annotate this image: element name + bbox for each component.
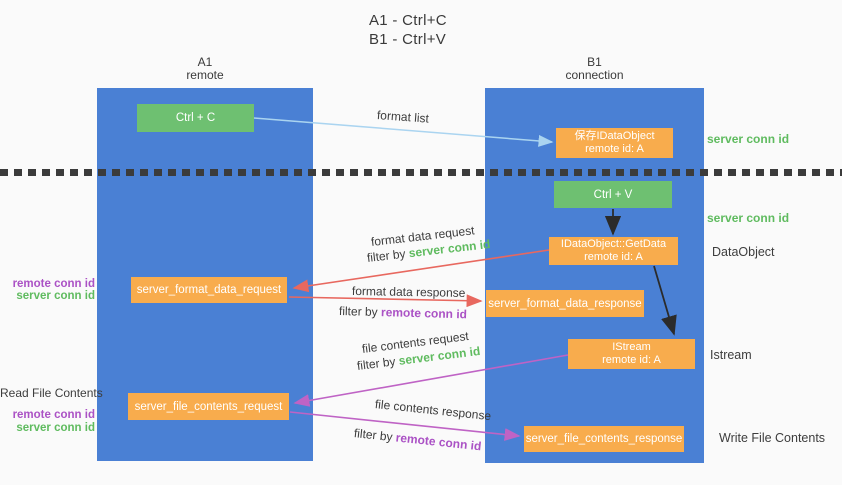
annotation-remote-conn-id-bottom: remote conn id [12,409,95,421]
diagram-title: A1 - Ctrl+C B1 - Ctrl+V [369,11,447,49]
lane-a1-subtitle: remote [186,68,224,82]
annotation-write-file-contents: Write File Contents [719,431,826,445]
title-line-1: A1 - Ctrl+C [369,12,447,29]
node-idataobject-getdata: IDataObject::GetData remote id: A [549,237,678,265]
node-format-request-label: server_format_data_request [136,284,282,296]
lane-b1-subtitle: connection [565,68,624,82]
node-getdata-line1: IDataObject::GetData [560,238,667,250]
remote-conn-id-key: remote conn id [395,430,483,454]
annotation-dataobject: DataObject [712,245,775,259]
lane-header-a1: A1 remote [97,56,313,82]
node-server-file-contents-response: server_file_contents_response [524,426,684,452]
node-server-format-data-request: server_format_data_request [131,277,287,303]
node-istream-line2: remote id: A [602,354,661,366]
filter-by-prefix: filter by [366,246,410,265]
annotation-read-file-contents: Read File Contents [0,386,103,400]
node-ctrl-v-label: Ctrl + V [593,188,633,201]
annotation-server-conn-id-mid: server conn id [707,211,790,225]
annotation-server-conn-id-top: server conn id [707,132,790,146]
label-file-contents-response: file contents response [374,397,492,424]
filter-by-prefix: filter by [338,304,382,320]
lane-b1-name: B1 [587,55,602,69]
node-istream: IStream remote id: A [568,339,695,369]
label-filter-by-remote-conn-id-2: filter by remote conn id [353,426,482,453]
node-format-response-label: server_format_data_response [488,297,642,310]
label-format-list: format list [376,108,430,126]
node-istream-line1: IStream [612,341,651,353]
node-save-idataobject-line1: 保存IDataObject [574,130,655,142]
node-server-file-contents-request: server_file_contents_request [128,393,289,420]
node-file-request-label: server_file_contents_request [134,400,283,413]
session-divider-dotted-line [0,169,842,176]
node-save-idataobject: 保存IDataObject remote id: A [556,128,673,158]
annotation-server-conn-id-left-top: server conn id [16,290,95,302]
label-format-data-response: format data response [351,284,466,300]
filter-by-prefix: filter by [353,426,397,445]
node-ctrl-c-label: Ctrl + C [175,112,216,124]
node-ctrl-c: Ctrl + C [137,104,254,132]
lane-a1-name: A1 [197,55,213,69]
node-file-response-label: server_file_contents_response [525,433,683,445]
title-line-2: B1 - Ctrl+V [369,31,447,48]
annotation-remote-conn-id-top: remote conn id [12,278,95,290]
node-save-idataobject-line2: remote id: A [585,143,644,155]
node-server-format-data-response: server_format_data_response [486,290,644,317]
annotation-istream: Istream [710,348,752,362]
node-getdata-line2: remote id: A [584,251,643,263]
annotation-server-conn-id-left-bottom: server conn id [16,422,95,434]
label-filter-by-remote-conn-id-1: filter by remote conn id [339,304,467,321]
filter-by-prefix: filter by [356,353,400,373]
node-ctrl-v: Ctrl + V [554,181,672,208]
lane-header-b1: B1 connection [485,56,704,82]
remote-conn-id-key: remote conn id [380,305,468,322]
